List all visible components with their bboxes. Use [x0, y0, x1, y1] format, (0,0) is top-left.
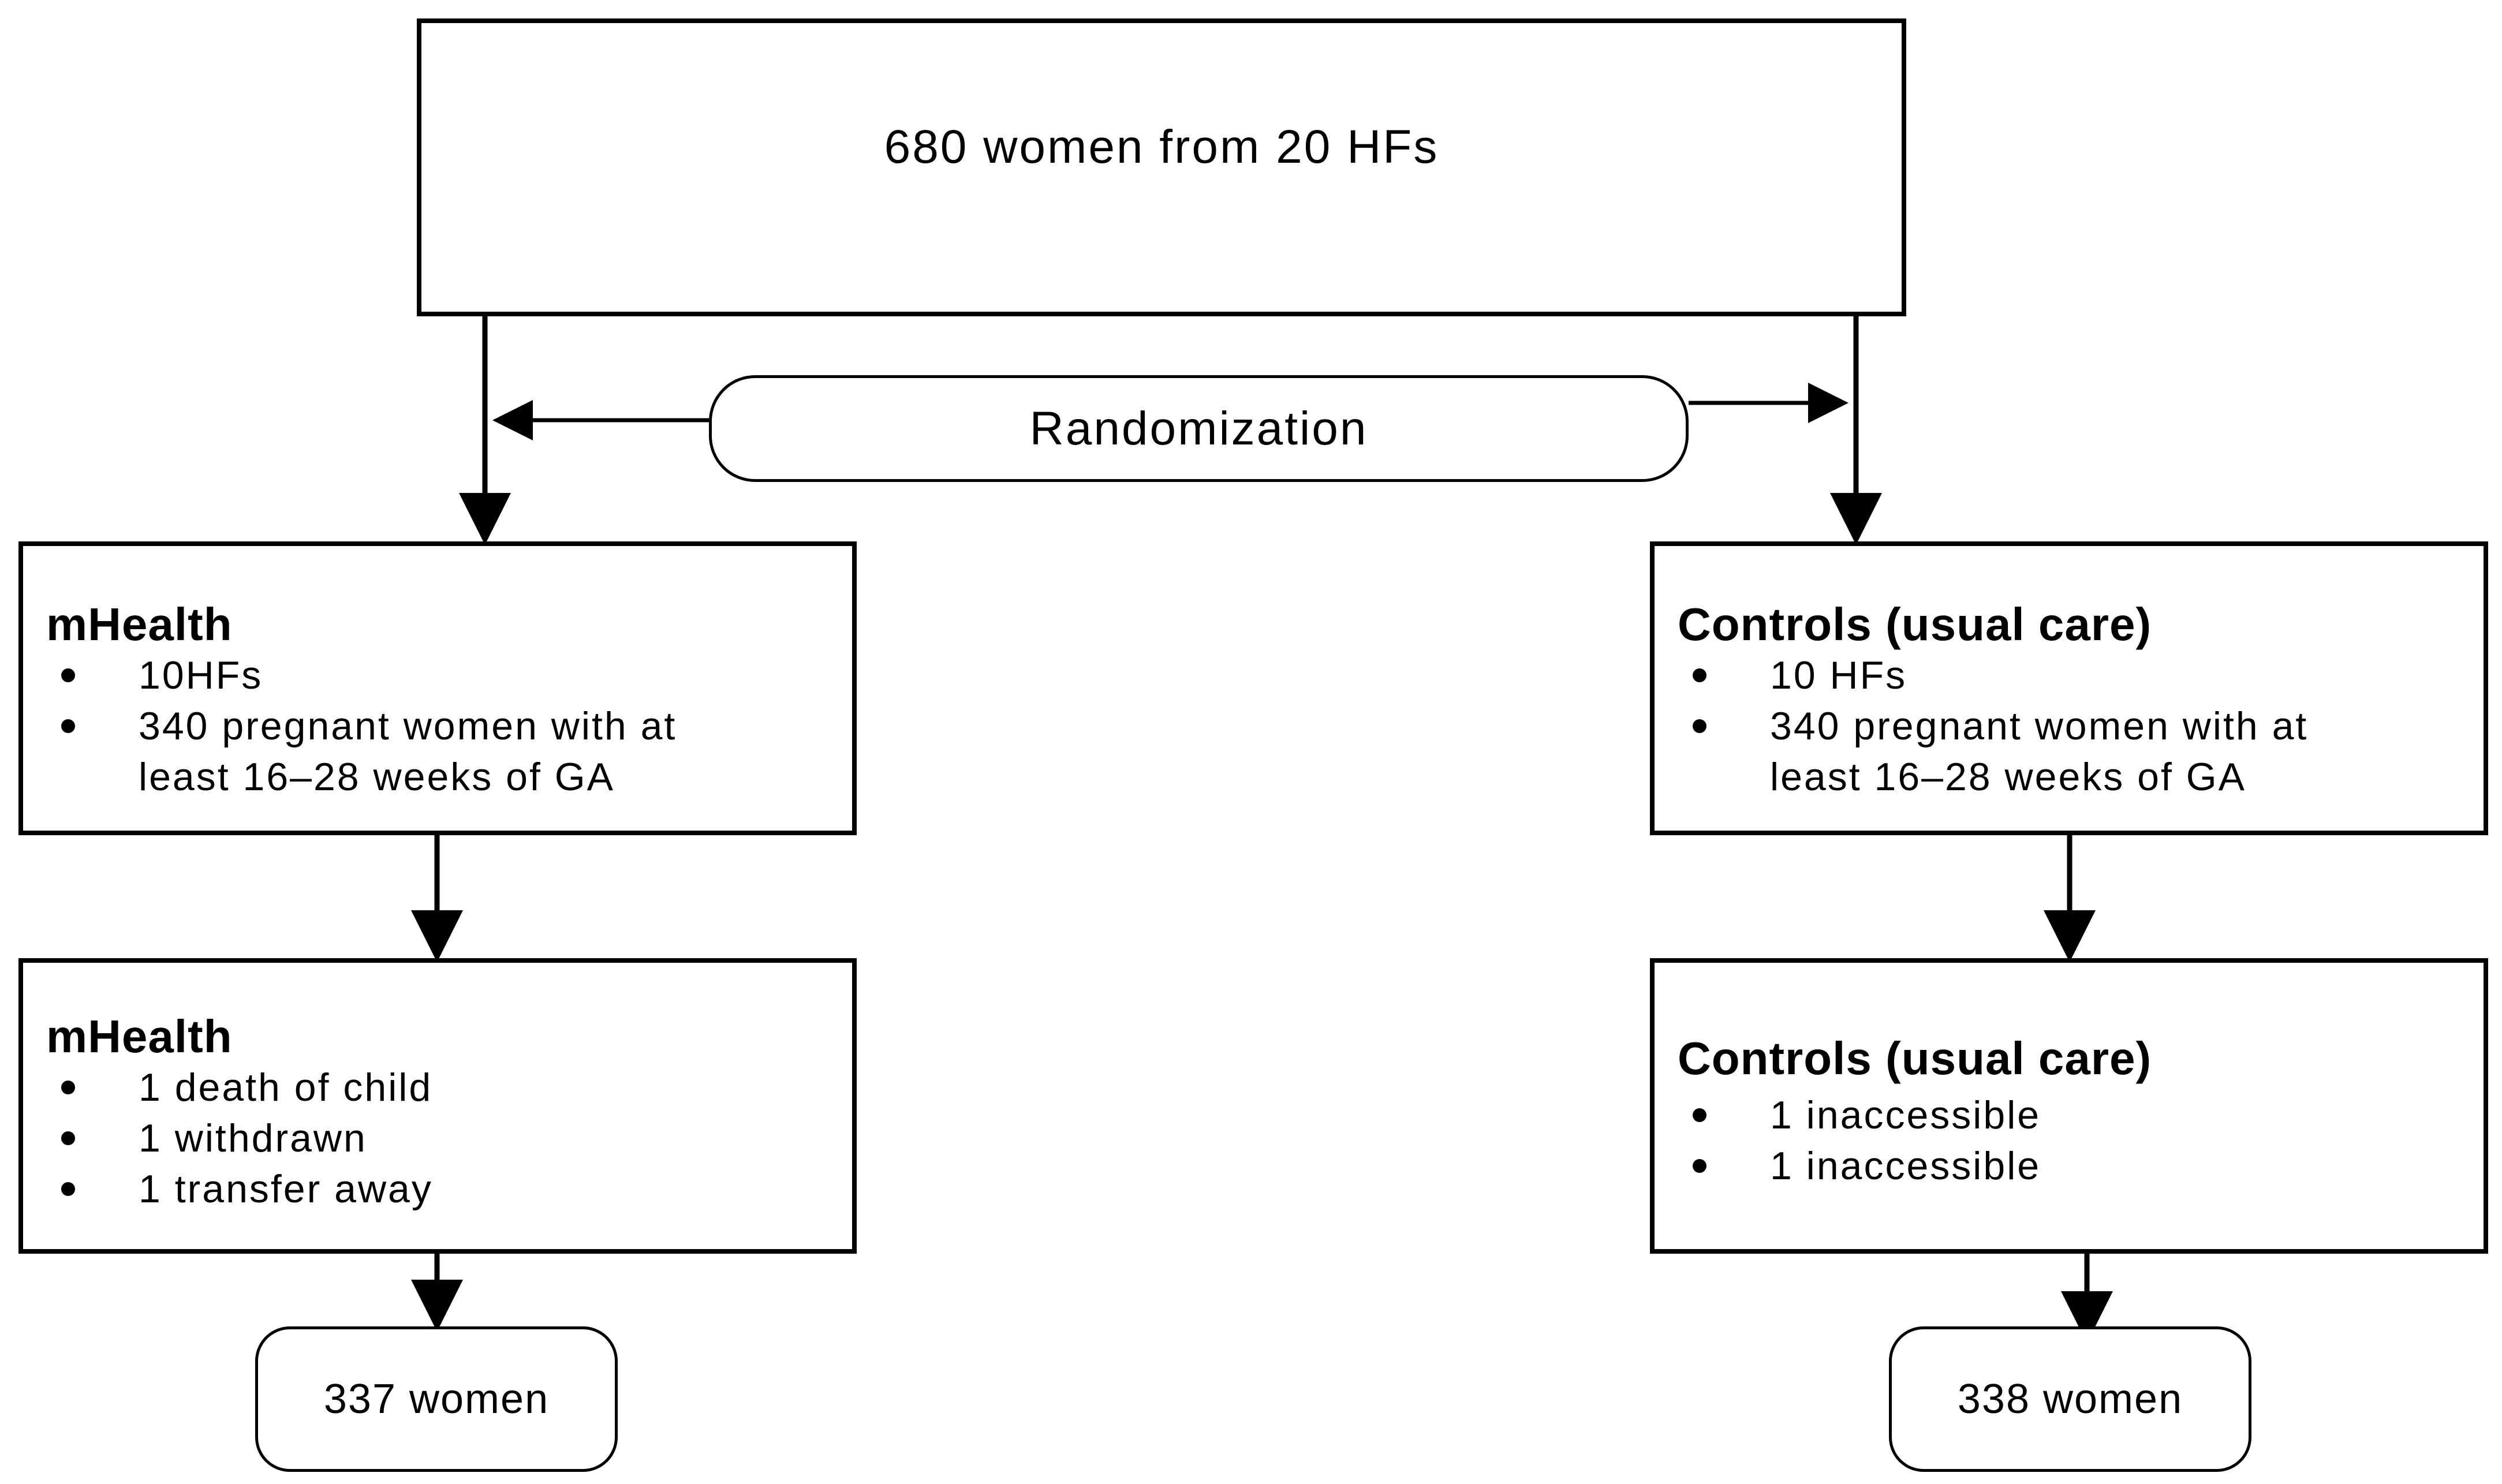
- list-item: 1 death of child: [46, 1062, 433, 1113]
- bullet-icon: [1693, 1108, 1706, 1122]
- controls-result-box: 338 women: [1889, 1326, 2251, 1472]
- mhealth-followup-box: mHealth 1 death of child 1 withdrawn 1 t…: [18, 958, 857, 1254]
- mhealth-group-box: mHealth 10HFs 340 pregnant women with at…: [18, 541, 857, 835]
- list-item-continuation: least 16–28 weeks of GA: [1770, 755, 2247, 799]
- bullet-icon: [61, 1182, 75, 1196]
- mhealth-result-text: 337 women: [323, 1376, 550, 1422]
- mhealth-followup-list: 1 death of child 1 withdrawn 1 transfer …: [46, 1062, 433, 1214]
- list-item: 10 HFs: [1678, 650, 2308, 701]
- list-item: 340 pregnant women with at: [1678, 701, 2308, 752]
- mhealth-group-list: 10HFs 340 pregnant women with at least 1…: [46, 650, 677, 802]
- bullet-icon: [1693, 719, 1706, 733]
- list-item: 1 transfer away: [46, 1164, 433, 1214]
- controls-group-list: 10 HFs 340 pregnant women with at least …: [1678, 650, 2308, 802]
- bullet-icon: [61, 1081, 75, 1094]
- bullet-icon: [61, 1131, 75, 1145]
- bullet-icon: [1693, 1159, 1706, 1173]
- controls-followup-title: Controls (usual care): [1678, 1033, 2152, 1084]
- controls-followup-list: 1 inaccessible 1 inaccessible: [1678, 1090, 2041, 1191]
- mhealth-group-title: mHealth: [46, 599, 233, 650]
- controls-group-box: Controls (usual care) 10 HFs 340 pregnan…: [1650, 541, 2488, 835]
- list-item: 1 inaccessible: [1678, 1141, 2041, 1191]
- randomization-label: Randomization: [1029, 402, 1368, 455]
- list-item-continuation: least 16–28 weeks of GA: [139, 755, 615, 799]
- controls-group-title: Controls (usual care): [1678, 599, 2152, 650]
- mhealth-followup-title: mHealth: [46, 1011, 233, 1062]
- enrollment-box: 680 women from 20 HFs: [417, 18, 1906, 316]
- list-item: 1 inaccessible: [1678, 1090, 2041, 1141]
- list-item: 10HFs: [46, 650, 677, 701]
- randomization-box: Randomization: [709, 375, 1689, 482]
- bullet-icon: [61, 668, 75, 682]
- list-item: 1 withdrawn: [46, 1113, 433, 1164]
- bullet-icon: [61, 719, 75, 733]
- controls-result-text: 338 women: [1957, 1376, 2183, 1422]
- controls-followup-box: Controls (usual care) 1 inaccessible 1 i…: [1650, 958, 2488, 1254]
- mhealth-result-box: 337 women: [255, 1326, 618, 1472]
- list-item: 340 pregnant women with at: [46, 701, 677, 752]
- bullet-icon: [1693, 668, 1706, 682]
- enrollment-text: 680 women from 20 HFs: [884, 121, 1439, 173]
